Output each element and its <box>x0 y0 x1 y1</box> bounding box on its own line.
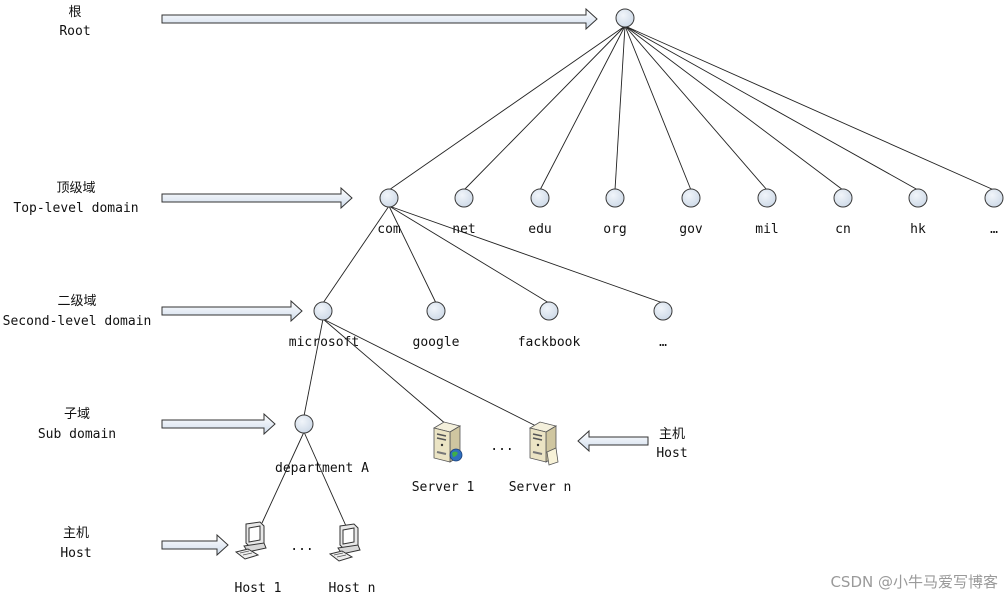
sld-node <box>313 301 333 321</box>
tld-node <box>454 188 474 208</box>
tree-edge <box>624 25 844 191</box>
tld-node <box>984 188 1004 208</box>
right-host-en: Host <box>656 446 687 461</box>
arrow-host <box>161 533 229 557</box>
level-sub-zh: 子域 <box>64 407 90 422</box>
tld-label: edu <box>528 222 551 237</box>
tld-label: mil <box>755 222 778 237</box>
tld-node <box>833 188 853 208</box>
level-sld-zh: 二级域 <box>57 294 96 309</box>
arrow-tld <box>161 186 353 210</box>
computer-icon <box>234 521 267 560</box>
level-root-zh: 根 <box>68 5 81 20</box>
tree-edge <box>303 318 324 417</box>
tree-edge <box>303 431 347 527</box>
level-sld-en: Second-level domain <box>3 314 152 329</box>
host-ellipsis: ... <box>290 539 313 554</box>
right-host-zh: 主机 <box>659 427 685 442</box>
tree-edge <box>388 25 626 191</box>
tree-edge <box>388 205 664 304</box>
server-label: Server n <box>509 480 572 495</box>
tld-label: … <box>990 222 998 237</box>
server-icon <box>432 421 463 463</box>
level-tld-en: Top-level domain <box>13 201 138 216</box>
host-label: Host 1 <box>235 581 282 596</box>
tld-label: com <box>377 222 401 237</box>
tld-node <box>681 188 701 208</box>
tree-edge <box>614 25 626 191</box>
arrow-sld <box>161 299 303 323</box>
server-label: Server 1 <box>412 480 475 495</box>
server-ellipsis: ... <box>490 439 513 454</box>
arrow-sub-domain <box>161 412 276 436</box>
sld-node <box>539 301 559 321</box>
tld-label: org <box>603 222 626 237</box>
host-label: Host n <box>329 581 376 596</box>
tld-label: net <box>452 222 475 237</box>
tld-node <box>379 188 399 208</box>
sub-domain-label: department A <box>275 461 369 476</box>
sld-node <box>426 301 446 321</box>
document-icon <box>546 447 559 466</box>
tld-node <box>605 188 625 208</box>
tree-edge <box>322 318 541 429</box>
tree-edge <box>624 25 768 191</box>
tree-edge <box>388 205 437 304</box>
tree-edge <box>624 25 995 191</box>
sld-label: microsoft <box>289 335 359 350</box>
tree-edge <box>539 25 626 191</box>
tld-label: hk <box>910 222 926 237</box>
tree-edge <box>322 205 390 304</box>
level-sub-en: Sub domain <box>38 427 116 442</box>
level-root-en: Root <box>59 24 90 39</box>
tld-label: gov <box>679 222 703 237</box>
arrow-root <box>161 7 598 31</box>
computer-icon <box>328 523 361 562</box>
watermark: CSDN @小牛马爱写博客 <box>830 573 998 591</box>
server-icon <box>528 421 559 466</box>
tree-edge <box>624 25 692 191</box>
tree-edge <box>624 25 919 191</box>
tree-edge <box>463 25 626 191</box>
tree-edge <box>322 318 448 426</box>
tld-label: cn <box>835 222 851 237</box>
sld-label: fackbook <box>518 335 581 350</box>
sld-label: … <box>659 335 667 350</box>
root-node <box>615 8 635 28</box>
sub-domain-node <box>294 414 314 434</box>
level-host-zh: 主机 <box>63 526 89 541</box>
tree-edge <box>261 431 305 524</box>
tld-node <box>908 188 928 208</box>
sld-node <box>653 301 673 321</box>
tree-edge <box>388 205 550 304</box>
sld-label: google <box>413 335 460 350</box>
tld-node <box>757 188 777 208</box>
level-host-en: Host <box>60 546 91 561</box>
arrow-host-right <box>577 429 649 453</box>
level-tld-zh: 顶级域 <box>56 181 95 196</box>
tld-node <box>530 188 550 208</box>
